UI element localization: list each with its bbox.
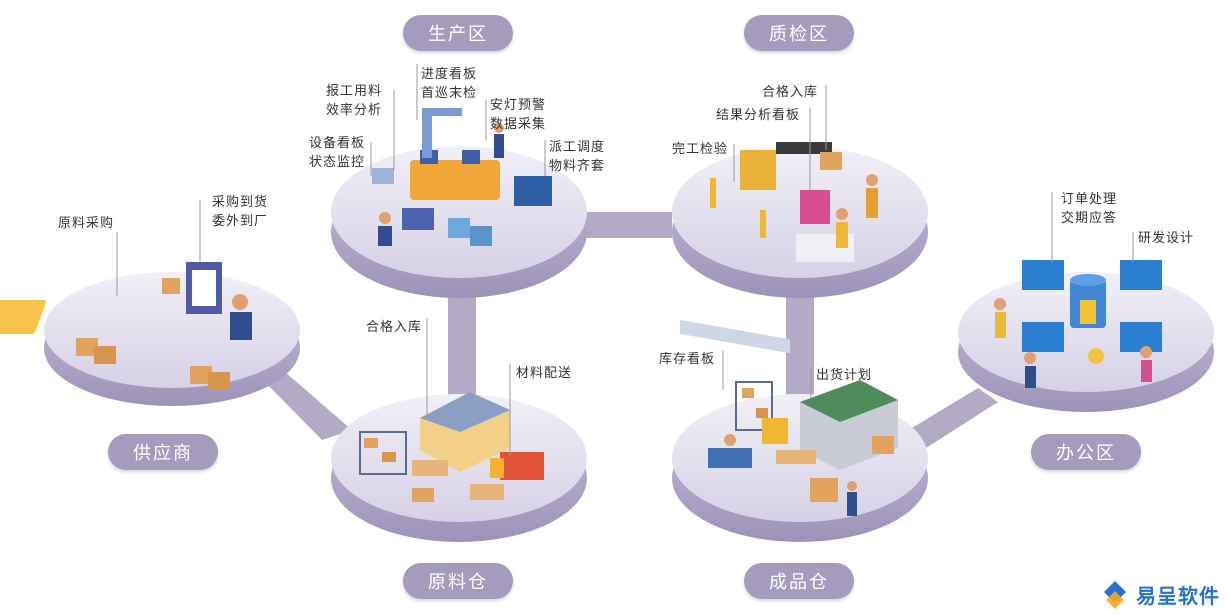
callout-labor-material: 报工用料 效率分析 <box>326 82 382 120</box>
callout-line: 研发设计 <box>1138 231 1195 246</box>
callout-procurement: 原料采购 <box>58 214 114 233</box>
callout-qualified-storage-quality: 合格入库 <box>762 83 818 102</box>
callout-line: 采购到货 <box>212 195 269 210</box>
callout-line: 派工调度 <box>549 140 606 155</box>
connector-production-quality <box>580 212 672 238</box>
callout-line: 状态监控 <box>309 155 366 170</box>
callout-line: 进度看板 <box>421 67 478 82</box>
callout-line: 原料采购 <box>58 216 115 231</box>
callout-progress-board: 进度看板 首巡末检 <box>421 65 477 103</box>
callout-line: 报工用料 <box>326 84 383 99</box>
callout-line: 结果分析看板 <box>716 108 801 123</box>
callout-line: 效率分析 <box>326 103 383 118</box>
callout-line: 合格入库 <box>366 320 423 335</box>
brand-mark-icon <box>1104 581 1126 609</box>
quality-illustration <box>680 142 878 354</box>
callout-andon: 安灯预警 数据采集 <box>490 96 546 134</box>
callout-dispatch: 派工调度 物料齐套 <box>549 138 605 176</box>
finished-warehouse-illustration <box>708 380 898 516</box>
callout-purchase-arrival: 采购到货 委外到厂 <box>212 193 268 231</box>
callout-line: 委外到厂 <box>212 214 269 229</box>
callout-inventory-board: 库存看板 <box>659 350 715 369</box>
callout-rnd-design: 研发设计 <box>1138 229 1194 248</box>
zone-label-quality: 质检区 <box>744 15 854 51</box>
zone-label-finished-warehouse: 成品仓 <box>744 563 854 599</box>
callout-line: 库存看板 <box>659 352 716 367</box>
callout-line: 数据采集 <box>490 117 547 132</box>
office-illustration <box>994 260 1162 388</box>
callout-final-inspection: 完工检验 <box>672 140 728 159</box>
callout-line: 材料配送 <box>516 366 573 381</box>
callout-line: 出货计划 <box>816 368 873 383</box>
callout-qualified-storage-raw: 合格入库 <box>366 318 422 337</box>
callout-line: 完工检验 <box>672 142 729 157</box>
callout-line: 设备看板 <box>309 136 366 151</box>
callout-equipment-board: 设备看板 状态监控 <box>309 134 365 172</box>
callout-material-delivery: 材料配送 <box>516 364 572 383</box>
connector-supplier-raw <box>255 372 352 440</box>
brand-logo-text: 易呈软件 <box>1136 583 1220 608</box>
supplier-illustration <box>0 262 252 390</box>
leader-lines <box>116 64 1134 456</box>
zone-label-raw-warehouse: 原料仓 <box>403 563 513 599</box>
zone-label-supplier: 供应商 <box>108 434 218 470</box>
callout-line: 安灯预警 <box>490 98 547 113</box>
callout-line: 交期应答 <box>1061 211 1118 226</box>
brand-logo: 易呈软件 <box>1100 578 1220 610</box>
connector-finished-office <box>912 388 998 448</box>
callout-line: 物料齐套 <box>549 159 606 174</box>
callout-line: 合格入库 <box>762 85 819 100</box>
zone-label-office: 办公区 <box>1031 434 1141 470</box>
callout-shipment-plan: 出货计划 <box>816 366 872 385</box>
zone-label-production: 生产区 <box>403 15 513 51</box>
production-illustration <box>372 108 552 246</box>
callout-line: 订单处理 <box>1061 192 1118 207</box>
callout-line: 首巡末检 <box>421 86 478 101</box>
raw-warehouse-illustration <box>359 392 544 502</box>
callout-result-board: 结果分析看板 <box>716 106 800 125</box>
callout-order: 订单处理 交期应答 <box>1061 190 1117 228</box>
